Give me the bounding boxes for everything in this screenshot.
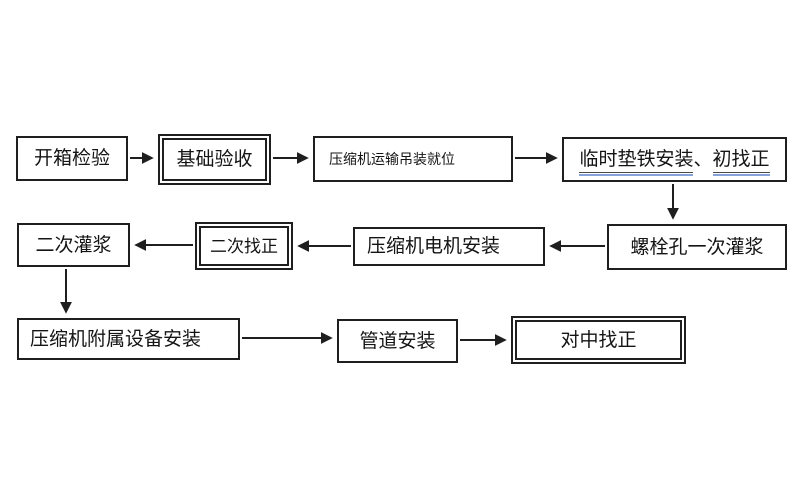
- node-label: 压缩机附属设备安装: [30, 328, 202, 350]
- node-label: 压缩机运输吊装就位: [329, 151, 455, 167]
- underlined-text-initial-align: 初找正: [712, 149, 770, 173]
- node-label: 压缩机电机安装: [367, 236, 501, 257]
- node-open-box-inspection: 开箱检验: [16, 136, 128, 181]
- node-label: 二次灌浆: [35, 234, 112, 256]
- node-secondary-grouting: 二次灌浆: [17, 223, 130, 267]
- node-center-alignment: 对中找正: [511, 316, 686, 364]
- node-label: 开箱检验: [33, 148, 110, 169]
- underlined-text-shim-install: 临时垫铁安装: [579, 149, 694, 173]
- node-foundation-acceptance: 基础验收: [158, 134, 271, 185]
- node-auxiliary-equipment: 压缩机附属设备安装: [17, 318, 240, 360]
- node-label: 临时垫铁安装、初找正: [579, 149, 770, 173]
- node-bolt-hole-first-grout: 螺栓孔一次灌浆: [607, 224, 787, 270]
- node-label: 二次找正: [210, 236, 278, 256]
- node-secondary-alignment: 二次找正: [195, 222, 293, 270]
- node-motor-installation: 压缩机电机安装: [353, 227, 545, 266]
- separator-text: 、: [693, 149, 713, 170]
- node-label: 螺栓孔一次灌浆: [630, 236, 764, 258]
- node-piping-installation: 管道安装: [337, 319, 458, 363]
- node-temp-shim-initial-align: 临时垫铁安装、初找正: [562, 137, 787, 182]
- node-label: 对中找正: [560, 329, 637, 351]
- node-label: 管道安装: [359, 330, 436, 352]
- node-label: 基础验收: [176, 149, 253, 170]
- node-compressor-transport: 压缩机运输吊装就位: [313, 136, 513, 182]
